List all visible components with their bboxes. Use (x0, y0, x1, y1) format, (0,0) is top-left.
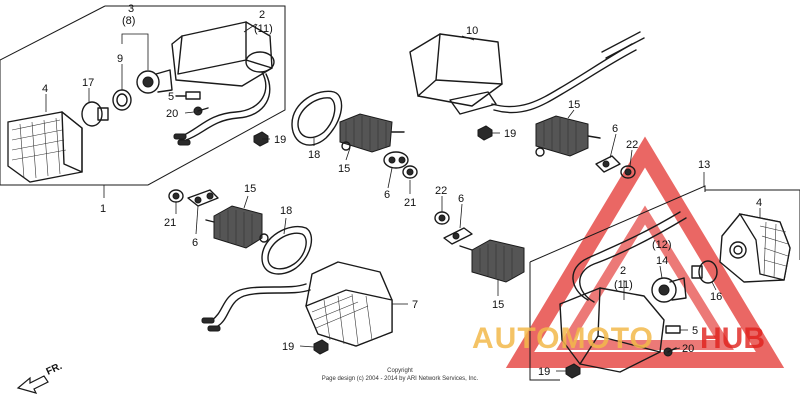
turn-signal-lens-lower (305, 261, 393, 347)
label-20: 20 (166, 108, 178, 120)
screw-5-right (665, 325, 681, 334)
label-19-lower: 19 (282, 341, 294, 353)
bulb-16 (691, 260, 718, 284)
nut-22-mid (434, 211, 450, 225)
wire-harness-lower (201, 283, 311, 332)
turn-signal-housing-upper-right (409, 33, 503, 115)
svg-text:Copyright: Copyright (387, 368, 413, 374)
watermark-text: AUTOMOTO HUB (472, 322, 765, 355)
label-2-qty: (11) (254, 23, 273, 35)
nut-19-lower (313, 339, 329, 355)
label-21: 21 (404, 197, 416, 209)
front-direction-arrow: FR. (16, 361, 64, 394)
label-14: 14 (656, 255, 668, 267)
bulb-17 (81, 101, 109, 127)
socket-3 (136, 69, 173, 94)
label-7: 7 (412, 299, 418, 311)
turn-signal-housing-left (171, 21, 275, 87)
turn-signal-lens-left (7, 111, 83, 183)
label-18-lower: 18 (280, 205, 292, 217)
bracket-15-mid (459, 239, 525, 283)
nut-19-upper-right (477, 125, 493, 141)
label-15-mid: 15 (492, 299, 504, 311)
watermark-brand-part1: AUTOMOTO (472, 322, 654, 355)
label-13: 13 (698, 159, 710, 171)
label-18: 18 (308, 149, 320, 161)
label-2-right: 2 (620, 265, 626, 277)
bracket-15-upper (339, 113, 405, 153)
label-21-lower: 21 (164, 217, 176, 229)
leader-lines (45, 23, 761, 372)
wire-harness-lower-right (572, 211, 687, 303)
label-19-upper-right: 19 (504, 128, 516, 140)
turn-signal-housing-lower-right (559, 287, 665, 373)
socket-14 (651, 277, 687, 303)
label-5-right: 5 (692, 325, 698, 337)
label-15-upper-right: 15 (568, 99, 580, 111)
rubber-6-center (383, 151, 409, 169)
gasket-9 (112, 89, 132, 111)
label-19-right: 19 (538, 366, 550, 378)
nut-22-upper-right (620, 165, 636, 179)
label-15: 15 (338, 163, 350, 175)
left-turn-signal-frame (0, 5, 286, 186)
label-15-lower: 15 (244, 183, 256, 195)
screw-20 (193, 106, 209, 116)
label-5: 5 (168, 91, 174, 103)
label-6-mid: 6 (458, 193, 464, 205)
label-6-lower: 6 (192, 237, 198, 249)
label-22-mid: 22 (435, 185, 447, 197)
front-arrow-label: FR. (45, 361, 64, 378)
rubber-6-lower (187, 189, 219, 207)
bracket-15-lower (205, 205, 269, 249)
wire-harness-left (173, 71, 271, 146)
label-9: 9 (117, 53, 123, 65)
label-20-right: 20 (682, 343, 694, 355)
part-labels: 4 17 9 3 (8) 2 (11) 5 20 19 18 15 6 21 1… (42, 3, 762, 378)
label-4: 4 (42, 83, 48, 95)
label-10: 10 (466, 25, 478, 37)
label-17: 17 (82, 77, 94, 89)
nut-21-center (402, 165, 418, 179)
label-19: 19 (274, 134, 286, 146)
screw-5 (175, 91, 201, 100)
label-1: 1 (100, 203, 106, 215)
rubber-6-upper-right (595, 155, 621, 173)
gasket-18-upper (291, 90, 343, 146)
turn-signal-lens-right (719, 213, 791, 283)
bracket-15-upper-right (535, 115, 601, 157)
label-2: 2 (259, 9, 265, 21)
copyright-notice: Copyright Page design (c) 2004 - 2014 by… (322, 368, 479, 382)
rubber-6-mid (443, 227, 473, 245)
label-2-right-qty: (11) (614, 279, 633, 291)
watermark-brand-part2: HUB (700, 322, 765, 355)
right-turn-signal-frame (529, 185, 800, 381)
wire-harness-upper-right (491, 31, 645, 114)
label-6: 6 (384, 189, 390, 201)
label-3: 3 (128, 3, 134, 15)
nut-19-center (253, 131, 269, 147)
nut-21-lower (168, 189, 184, 203)
label-12: (12) (652, 239, 672, 251)
label-3-qty: (8) (122, 15, 135, 27)
svg-text:Page design (c) 2004 - 2014 by: Page design (c) 2004 - 2014 by ARI Netwo… (322, 376, 479, 382)
nut-19-right (565, 363, 581, 379)
label-4-right: 4 (756, 197, 762, 209)
gasket-18-lower (261, 226, 313, 275)
label-22-upper-right: 22 (626, 139, 638, 151)
label-6-upper-right: 6 (612, 123, 618, 135)
label-16: 16 (710, 291, 722, 303)
